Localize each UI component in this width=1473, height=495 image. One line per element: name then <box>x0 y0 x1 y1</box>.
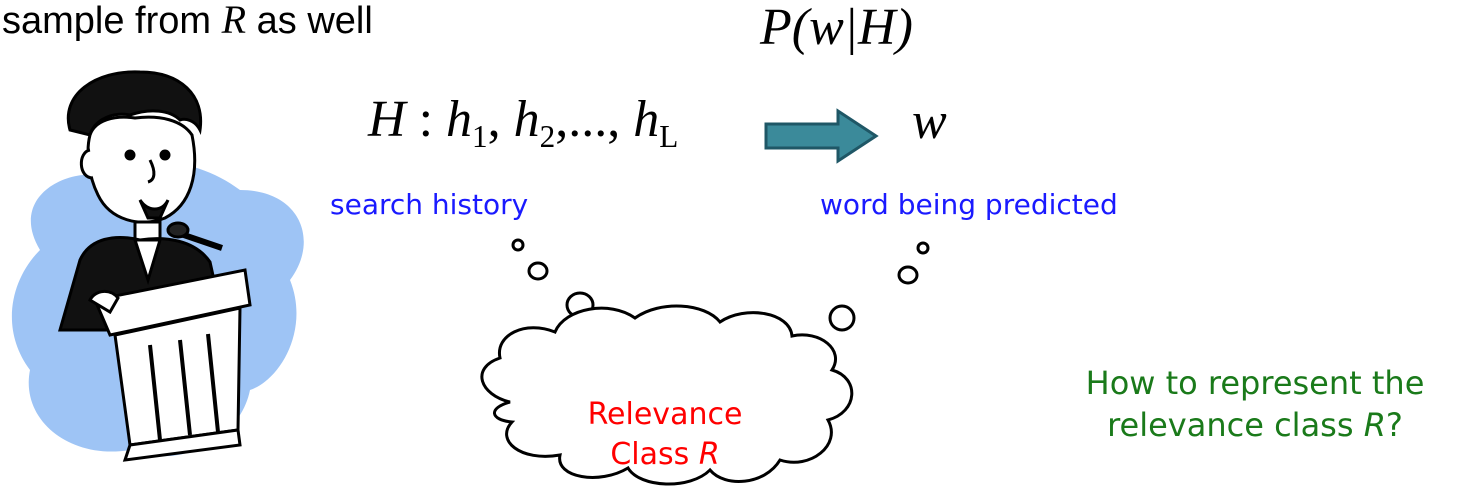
thought-cloud <box>480 304 854 486</box>
h1-base: h <box>446 91 473 148</box>
h1-sub: 1 <box>472 118 488 154</box>
thought-bubble-small-right <box>916 241 930 255</box>
speaker-clipart <box>58 70 252 462</box>
thought-bubble-large-right <box>828 304 856 332</box>
question-text: How to represent the relevance class R? <box>1040 362 1470 446</box>
search-history-label: search history <box>330 188 529 221</box>
hL-sub: L <box>659 118 679 154</box>
title-prefix: sample from <box>2 0 212 42</box>
history-sequence: H : h1, h2,..., hL <box>368 91 679 154</box>
h2-base: h <box>513 91 540 148</box>
hL-base: h <box>633 91 660 148</box>
h2-sub: 2 <box>539 118 556 154</box>
title-suffix: as well <box>256 0 373 42</box>
cloud-line1: Relevance <box>587 397 743 432</box>
cloud-text: Relevance Class R <box>540 395 790 475</box>
question-line1: How to represent the <box>1085 364 1425 402</box>
question-line2-var: R <box>1363 406 1386 444</box>
prob-formula: P(w|H) <box>760 0 913 56</box>
question-line2: relevance class R? <box>1040 404 1470 446</box>
cloud-line2: Class R <box>540 435 790 475</box>
thought-bubble-mid-left <box>527 261 549 281</box>
slide-title: sample from R as well <box>2 0 373 43</box>
thought-bubble-small-left <box>511 238 525 252</box>
cloud-line2-prefix: Class <box>610 437 690 472</box>
word-var: w <box>912 93 947 150</box>
right-arrow-icon <box>764 108 879 164</box>
word-predicted-label: word being predicted <box>820 188 1118 221</box>
history-colon: : <box>405 91 447 148</box>
cloud-line2-var: R <box>698 437 720 472</box>
question-line2-prefix: relevance class <box>1107 406 1354 444</box>
question-line2-suffix: ? <box>1385 406 1403 444</box>
thought-bubble-mid-right <box>897 265 919 285</box>
title-var: R <box>221 0 247 42</box>
history-var: H <box>368 91 406 148</box>
